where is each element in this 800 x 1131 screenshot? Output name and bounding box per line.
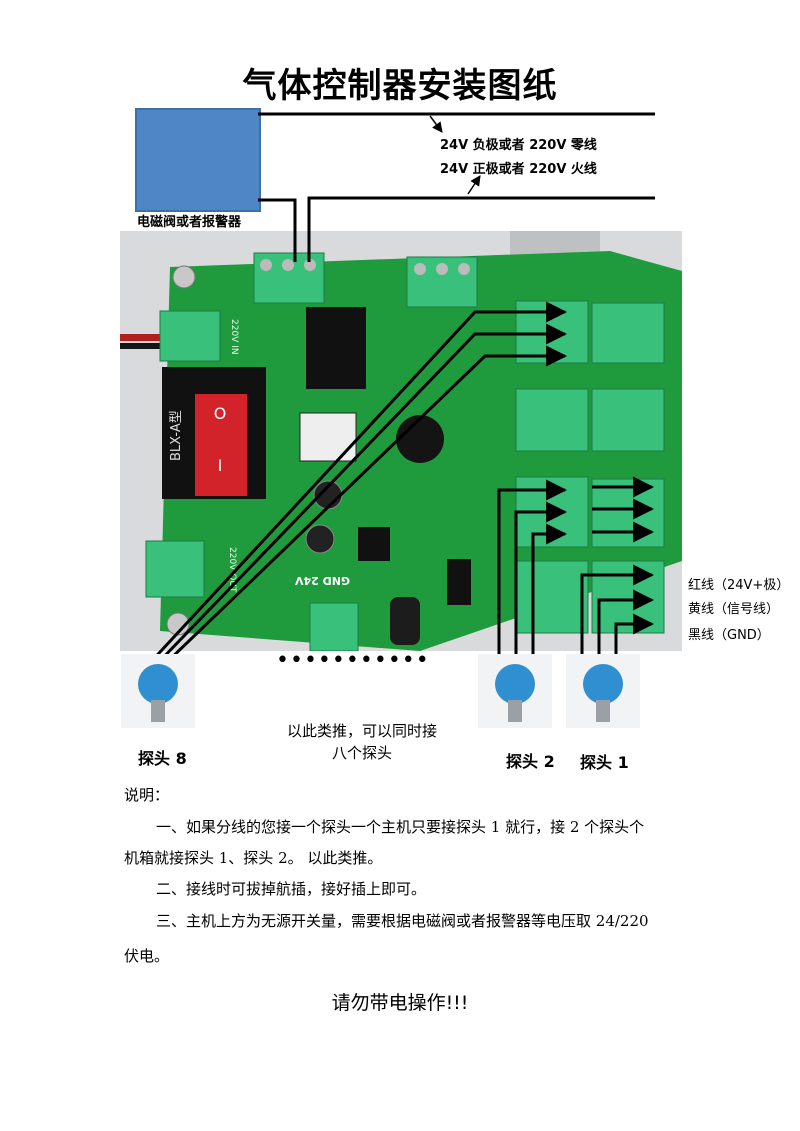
gas-detector-icon (138, 664, 178, 722)
svg-text:I: I (218, 456, 223, 475)
relay (306, 307, 366, 389)
page-title: 气体控制器安装图纸 (242, 66, 558, 106)
legend-black-wire: 黑线（GND） (688, 628, 770, 643)
power-switch-rocker (195, 394, 247, 496)
legend-yellow-wire: 黄线（信号线） (688, 602, 780, 617)
svg-text:220V OUT: 220V OUT (227, 547, 237, 593)
live-wire-label: 24V 正极或者 220V 火线 (440, 162, 597, 177)
probe-2-image (478, 654, 552, 728)
probe-8-image (121, 654, 195, 728)
probe-1-image (566, 654, 640, 728)
power-wire-red (120, 334, 170, 341)
svg-text:GND 24V: GND 24V (294, 574, 350, 587)
probe-note-line2: 八个探头 (332, 744, 393, 762)
solenoid-valve-box (135, 108, 261, 212)
probe-note-line1: 以此类推，可以同时接 (287, 722, 438, 740)
instruction-3-line2: 伏电。 (124, 947, 170, 965)
terminal-power-in (159, 310, 221, 362)
buzzer (396, 415, 444, 463)
legend-red-wire: 红线（24V+极） (688, 578, 790, 593)
probe-2-label: 探头 2 (506, 752, 555, 771)
instruction-2: 二、接线时可拔掉航插，接好插上即可。 (156, 880, 427, 898)
terminal-power-out (145, 540, 205, 598)
neutral-wire-label: 24V 负极或者 220V 零线 (440, 138, 597, 153)
terminal-24v-output (309, 602, 359, 652)
instruction-3-line1: 三、主机上方为无源开关量，需要根据电磁阀或者报警器等电压取 24/220 (156, 912, 649, 930)
switch-text: BLX-A型 (169, 410, 184, 461)
probe-8-label: 探头 8 (138, 749, 187, 768)
gas-detector-icon (583, 664, 623, 722)
warning-text: 请勿带电操作!!! (331, 992, 469, 1014)
ellipsis-dots: ••••••••••• (276, 648, 430, 673)
instruction-1-line1: 一、如果分线的您接一个探头一个主机只要接探头 1 就行，接 2 个探头个 (156, 818, 645, 836)
instructions-heading: 说明： (124, 786, 170, 804)
power-wire-black (120, 343, 170, 349)
svg-text:O: O (214, 404, 227, 423)
probe-1-label: 探头 1 (580, 753, 629, 772)
svg-text:220V IN: 220V IN (229, 319, 239, 355)
instruction-1-line2: 机箱就接探头 1、探头 2。 以此类推。 (124, 849, 383, 867)
gas-detector-icon (495, 664, 535, 722)
valve-label: 电磁阀或者报警器 (137, 215, 242, 230)
